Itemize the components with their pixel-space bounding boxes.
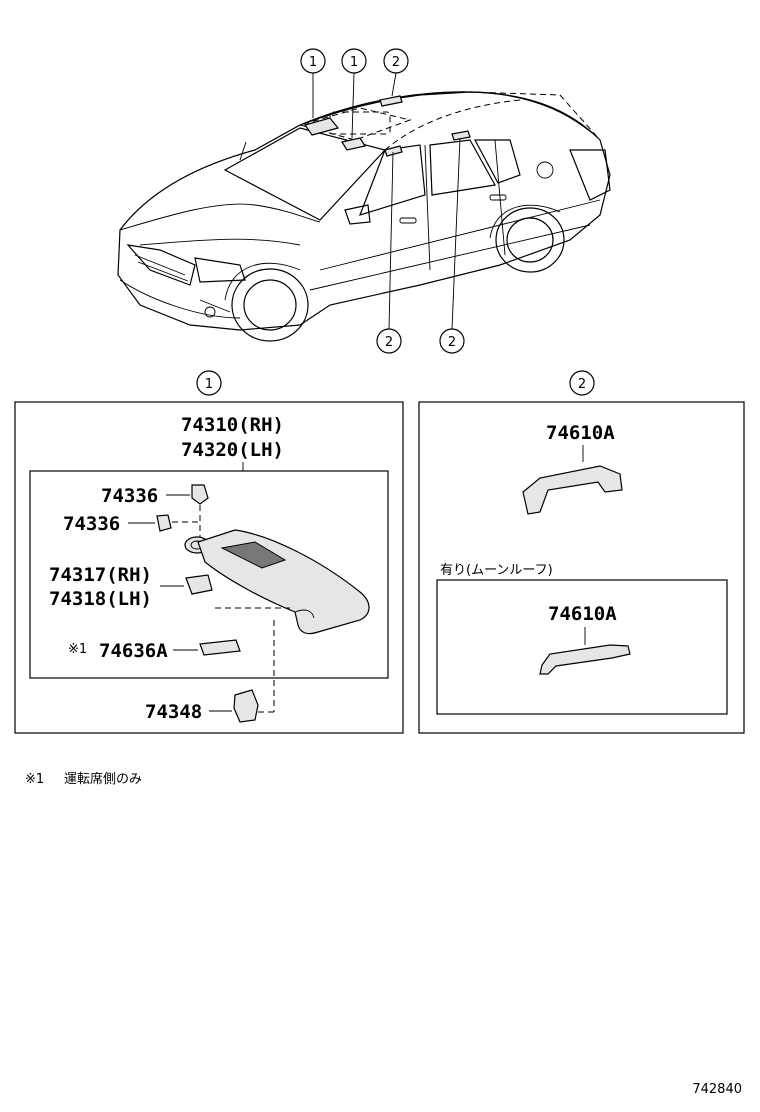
panel-2-frame — [418, 401, 745, 734]
label-grip-top: 74610A — [546, 422, 615, 444]
sun-visor-part — [197, 529, 370, 635]
label-grip-bottom: 74610A — [548, 603, 617, 625]
svg-text:2: 2 — [392, 55, 400, 70]
figure-id: 742840 — [692, 1082, 742, 1097]
callout-top-2: 2 — [383, 48, 409, 97]
svg-text:1: 1 — [309, 55, 317, 70]
panel-2-callout-circle — [569, 370, 595, 396]
panel-2-callout: 2 — [578, 377, 586, 392]
callout-bottom-2a: 2 — [376, 151, 402, 354]
footnote-mark: ※1 — [25, 772, 44, 787]
front-wheel — [224, 262, 309, 342]
vanity-mirror — [220, 541, 287, 569]
svg-text:2: 2 — [448, 335, 456, 350]
panel-1-callout: 1 — [205, 377, 213, 392]
label-hook: 74348 — [145, 701, 202, 723]
callout-bottom-2b: 2 — [439, 137, 465, 354]
panel-1-sun-visor: 1 74310(RH) 74320(LH) 74336 74336 74317(… — [14, 370, 404, 734]
mirror-cover-part — [199, 639, 241, 656]
rear-wheel — [489, 204, 565, 273]
panel-1-frame — [14, 401, 404, 734]
panel-1-inner-frame — [29, 470, 389, 679]
label-visor-lh: 74320(LH) — [181, 439, 284, 461]
callout-top-1b: 1 — [341, 48, 367, 139]
footnote-text: 運転席側のみ — [64, 771, 142, 787]
footnote: ※1 運転席側のみ — [25, 771, 142, 787]
label-clip-b: 74336 — [63, 513, 120, 535]
note-mark-1: ※1 — [68, 642, 87, 657]
label-holder-rh: 74317(RH) — [49, 564, 152, 586]
panel-1-callout-circle — [196, 370, 222, 396]
svg-text:2: 2 — [385, 335, 393, 350]
svg-text:1: 1 — [350, 55, 358, 70]
panel-2-inner-frame — [436, 579, 728, 715]
hook-part — [233, 689, 259, 723]
panel-2-assist-grip: 2 74610A 有り(ムーンルーフ) 74610A — [418, 370, 745, 734]
assist-grip-part — [522, 465, 623, 515]
car-illustration: 1 1 2 2 2 — [117, 48, 611, 354]
label-mirror-cover: 74636A — [99, 640, 168, 662]
label-holder-lh: 74318(LH) — [49, 588, 152, 610]
holder-part — [185, 574, 213, 595]
label-visor-rh: 74310(RH) — [181, 414, 284, 436]
clip-b-part — [156, 514, 172, 532]
callout-top-1a: 1 — [300, 48, 326, 118]
label-clip-a: 74336 — [101, 485, 158, 507]
variant-caption: 有り(ムーンルーフ) — [440, 563, 553, 578]
clip-a-part — [191, 484, 209, 505]
assist-grip-moonroof-part — [539, 644, 631, 675]
